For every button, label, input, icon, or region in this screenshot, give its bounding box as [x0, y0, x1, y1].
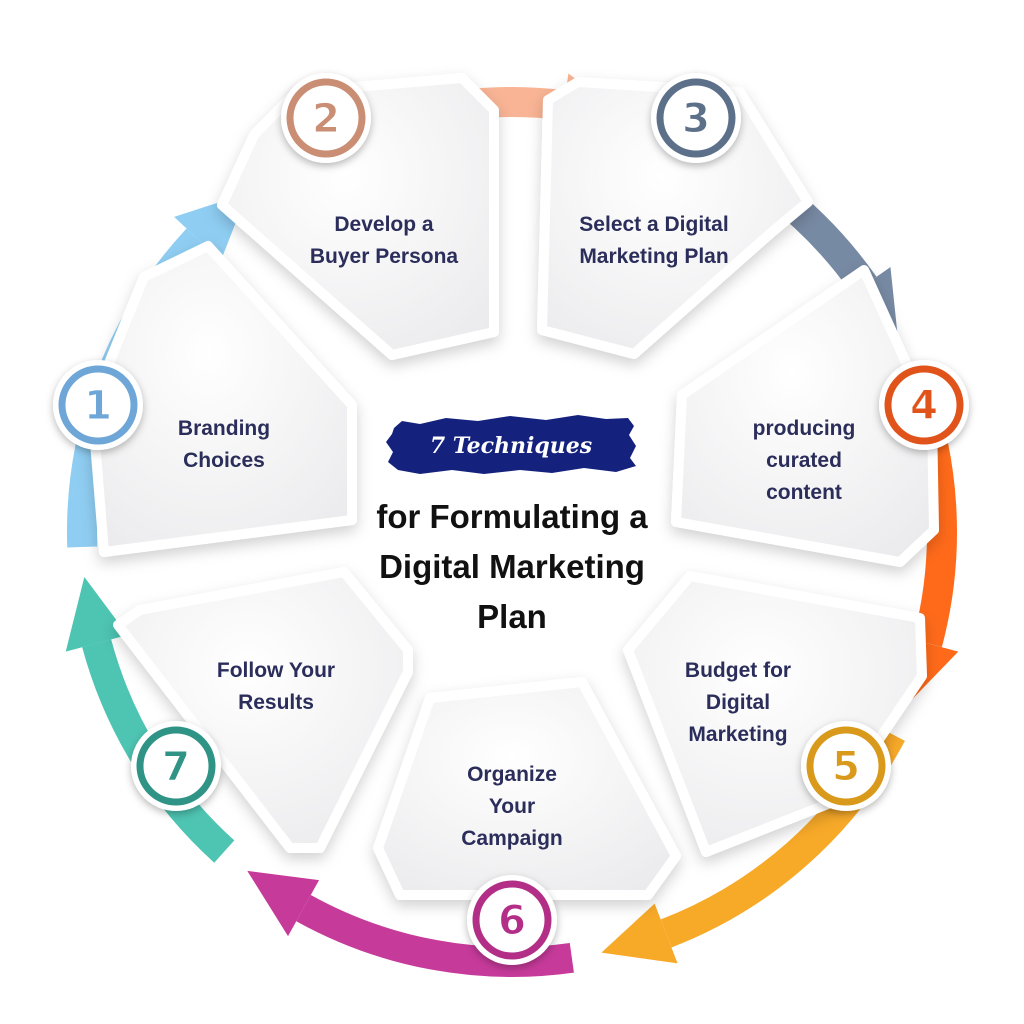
arc-6-to-7-head: [247, 870, 320, 937]
step-panel-shape-1: [87, 241, 357, 557]
step-7-label-line-1: Follow Your: [217, 659, 335, 682]
step-4-label-line-2: curated: [766, 449, 842, 472]
step-2-label-line-2: Buyer Persona: [310, 245, 459, 268]
step-number-1: 1: [84, 383, 112, 429]
step-number-4: 4: [910, 383, 938, 429]
step-badge-2: 2: [281, 73, 371, 163]
step-badge-5: 5: [801, 721, 891, 811]
step-3-label-line-2: Marketing Plan: [579, 245, 728, 268]
brush-stroke-banner: [386, 415, 636, 474]
step-badge-4: 4: [879, 360, 969, 450]
step-badge-7: 7: [131, 721, 221, 811]
step-number-7: 7: [162, 744, 190, 790]
step-4-label-line-1: producing: [753, 417, 856, 440]
center-badge-text: 7 Techniques: [430, 433, 592, 459]
step-panel-shape-4: [671, 265, 939, 567]
step-3-label-line-1: Select a Digital: [579, 213, 728, 236]
step-panel-shape-7: [113, 567, 413, 853]
arc-6-to-7-body: [296, 894, 574, 977]
center-title-line-3: Plan: [477, 598, 547, 635]
step-badge-6: 6: [467, 875, 557, 965]
step-6-label-line-2: Your: [489, 795, 535, 818]
center-title-line-1: for Formulating a: [376, 498, 648, 535]
step-badge-3: 3: [651, 73, 741, 163]
step-4-label-line-3: content: [766, 481, 842, 504]
step-number-2: 2: [312, 96, 340, 142]
step-1-label-line-1: Branding: [178, 417, 270, 440]
step-number-badges: 1 2 3 4 5 6 7: [53, 73, 969, 965]
step-5-label-line-1: Budget for: [685, 659, 791, 682]
step-badge-ring-1: [58, 365, 138, 445]
center-title-line-2: Digital Marketing: [379, 548, 645, 585]
step-badge-ring-5: [806, 726, 886, 806]
step-badge-ring-7: [136, 726, 216, 806]
step-5-label-line-2: Digital: [706, 691, 770, 714]
step-panel-2: Develop a Buyer Persona: [217, 73, 499, 360]
step-panel-shape-2: [217, 73, 499, 360]
step-badge-ring-6: [472, 880, 552, 960]
step-5-label-line-3: Marketing: [688, 723, 787, 746]
step-panel-shape-5: [623, 571, 927, 857]
step-panel-4: producing curated content: [671, 265, 939, 567]
step-panel-shape-3: [537, 77, 813, 359]
step-number-3: 3: [682, 96, 710, 142]
step-6-label-line-1: Organize: [467, 763, 557, 786]
step-badge-ring-3: [656, 78, 736, 158]
arc-5-to-6-head: [601, 903, 678, 964]
step-number-5: 5: [832, 744, 860, 790]
step-panel-shape-6: [373, 677, 681, 900]
arc-6-to-7: [247, 870, 574, 977]
step-2-label-line-1: Develop a: [334, 213, 434, 236]
step-number-6: 6: [498, 898, 526, 944]
step-1-label-line-2: Choices: [183, 449, 265, 472]
step-badge-ring-4: [884, 365, 964, 445]
step-badge-1: 1: [53, 360, 143, 450]
step-6-label-line-3: Campaign: [461, 827, 563, 850]
center-title-block: 7 Techniques for Formulating a Digital M…: [376, 415, 648, 635]
step-badge-ring-2: [286, 78, 366, 158]
arc-7-to-1-head: [65, 576, 128, 652]
step-7-label-line-2: Results: [238, 691, 314, 714]
